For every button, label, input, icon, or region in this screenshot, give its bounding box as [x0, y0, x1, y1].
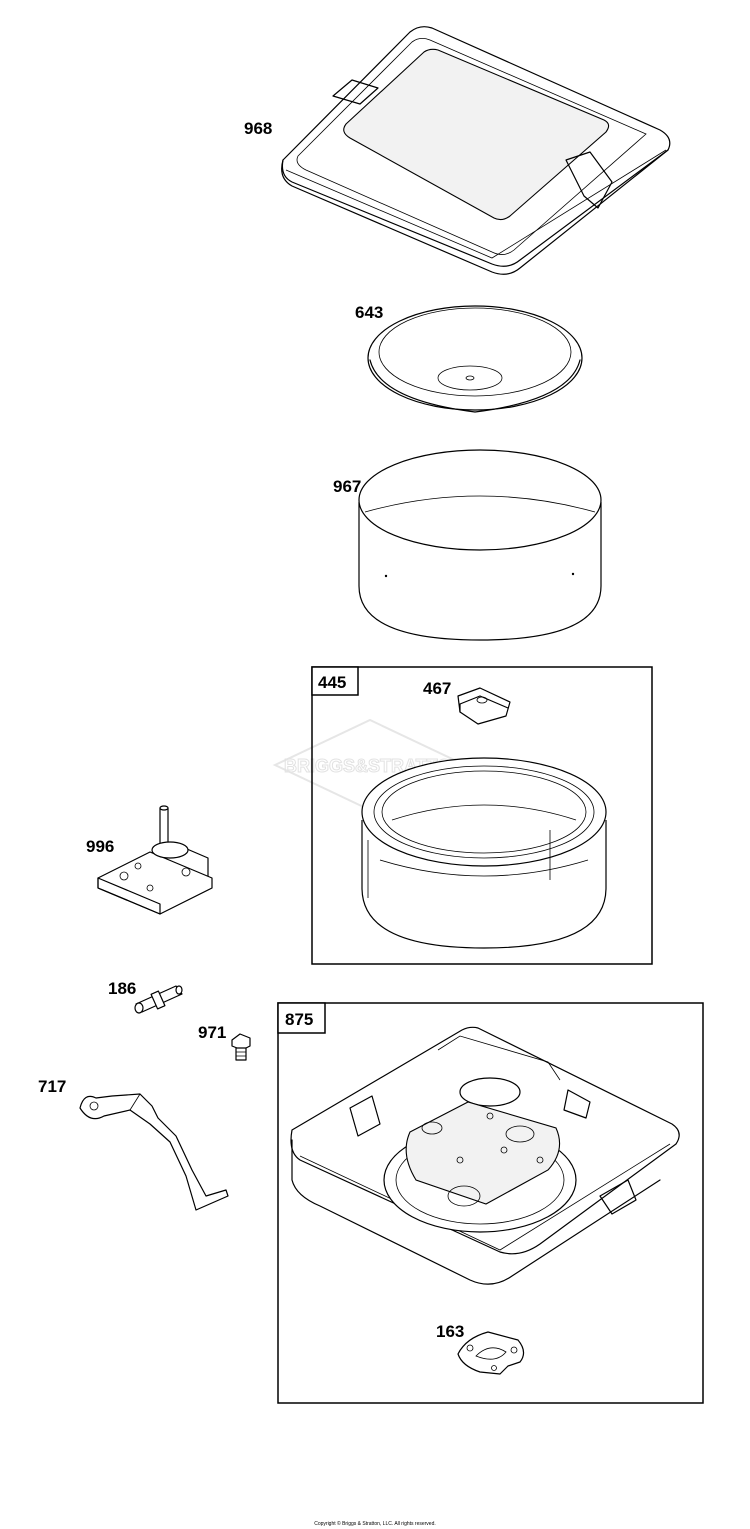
label-968: 968 [244, 119, 272, 138]
label-971: 971 [198, 1023, 226, 1042]
part-445-filter[interactable] [361, 757, 607, 949]
part-643-plate[interactable] [367, 305, 583, 413]
callout-box-875 [277, 1002, 704, 1404]
callout-tab-875 [277, 1002, 326, 1034]
label-643: 643 [355, 303, 383, 322]
part-967-precleaner[interactable] [358, 449, 602, 641]
callout-tab-445 [311, 666, 359, 696]
label-186: 186 [108, 979, 136, 998]
copyright-text: Copyright © Briggs & Stratton, LLC. All … [314, 1520, 436, 1527]
part-163-gasket[interactable] [457, 1331, 525, 1375]
part-875-base[interactable] [290, 1026, 680, 1285]
label-467: 467 [423, 679, 451, 698]
part-717-bracket[interactable] [79, 1093, 229, 1211]
part-968-cover[interactable] [281, 26, 671, 275]
part-186-tube[interactable] [134, 985, 183, 1014]
part-467-wingnut[interactable] [457, 687, 511, 725]
callout-box-445 [311, 666, 653, 965]
label-967: 967 [333, 477, 361, 496]
part-996-bracket[interactable] [97, 805, 213, 915]
label-163: 163 [436, 1322, 464, 1341]
label-996: 996 [86, 837, 114, 856]
label-717: 717 [38, 1077, 66, 1096]
part-971-screw[interactable] [231, 1033, 251, 1061]
label-445: 445 [318, 673, 346, 692]
label-875: 875 [285, 1010, 313, 1029]
